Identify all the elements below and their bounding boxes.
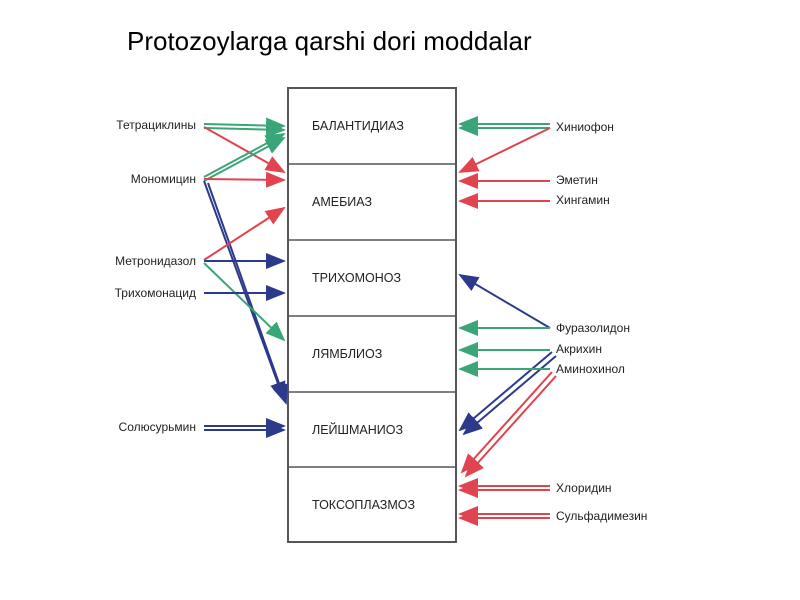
drug-label-left: Солюсурьмин [118,420,196,434]
drug-label-left: Мономицин [130,172,196,186]
drug-label-right: Сульфадимезин [556,509,648,523]
disease-leishmaniasis: ЛЕЙШМАНИОЗ [312,422,404,437]
drug-label-left: Тетрациклины [116,118,196,132]
page-title: Protozoylarga qarshi dori moddalar [127,26,532,56]
arrow-metro-lambliosis [203,262,286,342]
arrow-mono-balantidiaz-2 [203,137,286,182]
arrow-amino-toxoplasmosis-2 [464,375,557,478]
drug-label-right: Фуразолидон [556,321,630,335]
disease-toxoplasmosis: ТОКСОПЛАЗМОЗ [312,497,416,512]
disease-amebiaz: АМЕБИАЗ [312,195,373,209]
arrow-metro-amebiaz [203,206,286,261]
drug-label-right: Хиниофон [556,120,614,134]
arrow-mono-balantidiaz [203,133,286,178]
arrow-tetra-balantidiaz-2 [203,121,286,138]
arrow-mono-leishmaniasis [203,180,286,402]
disease-lambliosis: ЛЯМБЛИОЗ [312,347,383,361]
arrow-amino-toxoplasmosis [460,371,553,474]
arrow-mono-amebiaz [203,171,286,188]
arrow-hinio-amebiaz [458,127,551,173]
drug-label-right: Аминохинол [556,362,625,376]
arrow-akrihin-leishmaniasis [458,351,553,432]
arrow-akrihin-leishmaniasis-2 [462,355,557,436]
disease-balantidiaz: БАЛАНТИДИАЗ [312,119,404,133]
disease-trichomoniasis: ТРИХОМОНОЗ [312,271,402,285]
drug-label-left: Трихомонацид [114,286,196,300]
drug-label-right: Хлоридин [556,481,612,495]
drug-label-right: Эметин [556,173,598,187]
drug-label-right: Хингамин [556,193,610,207]
arrow-tetra-amebiaz [203,126,286,173]
arrow-furazol-trichomoniasis [458,273,551,329]
drug-label-right: Акрихин [556,342,602,356]
arrow-tetra-balantidiaz [203,117,286,134]
drug-label-left: Метронидазол [115,254,196,268]
